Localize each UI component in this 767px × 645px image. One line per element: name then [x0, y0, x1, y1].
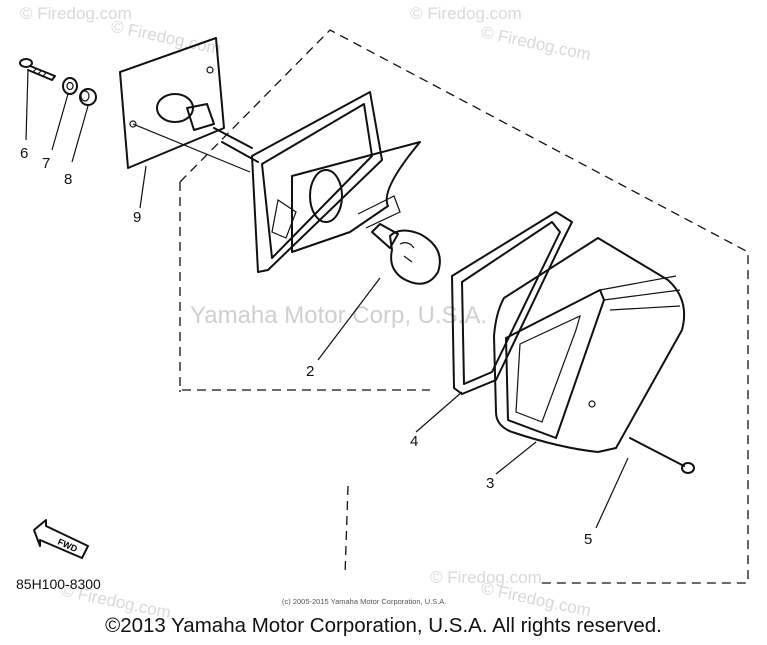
- copyright-notice: ©2013 Yamaha Motor Corporation, U.S.A. A…: [105, 614, 662, 637]
- nut-part: [79, 88, 97, 106]
- washer-part: [62, 77, 78, 95]
- leader-line: [495, 441, 537, 475]
- bulb-part: [371, 223, 441, 285]
- callout-number: 8: [64, 171, 72, 188]
- callout-number: 3: [486, 475, 494, 492]
- screw-part: [19, 58, 56, 81]
- watermark: Yamaha Motor Corp, U.S.A.: [190, 302, 487, 329]
- socket-housing-part: [213, 91, 421, 273]
- leader-line: [71, 105, 89, 163]
- leader-line: [415, 391, 463, 433]
- assembly-outline: [179, 29, 749, 584]
- assembly-outline-bottom: [344, 485, 349, 576]
- callout-number: 7: [42, 155, 50, 172]
- catalog-number: 85H100-8300: [16, 576, 101, 592]
- leader-line: [25, 69, 29, 141]
- gasket-part: [451, 211, 573, 395]
- leader-line: [51, 93, 69, 151]
- forward-arrow-icon: FWD: [33, 519, 89, 559]
- watermark: © Firedog.com: [410, 4, 522, 23]
- callout-number: 2: [306, 363, 314, 380]
- callout-number: 9: [133, 209, 141, 226]
- bracket-plate-part: [119, 37, 251, 173]
- callout-number: 6: [20, 145, 28, 162]
- callout-number: 4: [410, 433, 418, 450]
- callout-number: 5: [584, 531, 592, 548]
- leader-line: [595, 457, 629, 529]
- small-copyright: (c) 2005-2015 Yamaha Motor Corporation, …: [282, 597, 447, 606]
- watermark: © Firedog.com: [20, 4, 132, 23]
- long-screw-part: [629, 437, 695, 474]
- lens-cover-part: [493, 237, 686, 453]
- watermark: © Firedog.com: [430, 568, 542, 587]
- leader-line: [139, 165, 147, 209]
- leader-line: [317, 277, 381, 361]
